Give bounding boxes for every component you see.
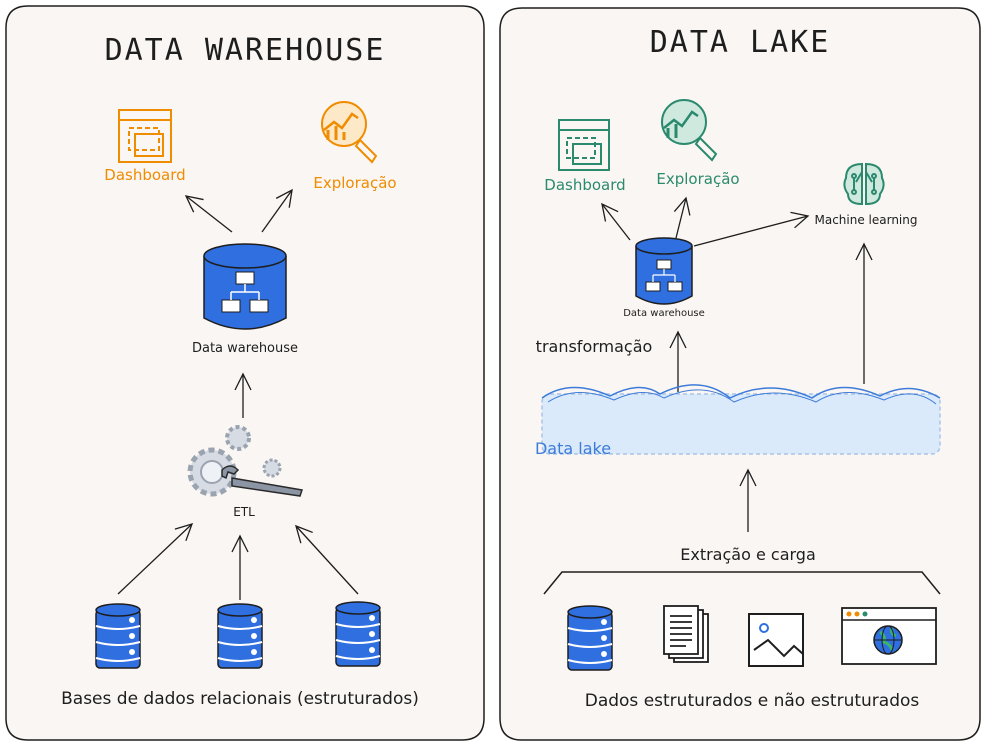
- dashboard-label: Dashboard: [544, 176, 625, 194]
- panel-data-warehouse: DATA WAREHOUSE Dashboard Exploração: [5, 5, 485, 741]
- database-icon: [567, 605, 613, 671]
- data-lake-label: Data lake: [535, 439, 611, 458]
- exploration-icon: [321, 101, 378, 164]
- data-warehouse-icon: [635, 237, 693, 305]
- arrow-to-dashboard: [601, 202, 631, 241]
- arrow-source3-to-etl: [295, 524, 359, 595]
- extract-label: Extração e carga: [680, 545, 816, 564]
- database-icon: [335, 601, 381, 667]
- arrow-to-exploration: [261, 188, 293, 233]
- transform-label: transformação: [536, 337, 653, 356]
- exploration-icon: [661, 99, 718, 162]
- data-lake: [541, 384, 941, 455]
- data-warehouse-label: Data warehouse: [192, 341, 298, 356]
- etl-label: ETL: [233, 505, 255, 519]
- sources-bracket: [543, 571, 941, 595]
- data-warehouse-label: Data warehouse: [623, 308, 705, 319]
- web-icon: [841, 607, 937, 665]
- dashboard-label: Dashboard: [104, 166, 185, 184]
- exploration-label: Exploração: [656, 170, 739, 188]
- panel-title: DATA WAREHOUSE: [105, 33, 386, 68]
- sources-label: Bases de dados relacionais (estruturados…: [61, 689, 419, 709]
- arrow-to-dashboard: [184, 195, 233, 233]
- dashboard-icon: [558, 119, 610, 171]
- image-icon: [748, 613, 804, 667]
- data-warehouse-icon: [203, 243, 287, 330]
- sources-label: Dados estruturados e não estruturados: [585, 691, 920, 711]
- arrow-to-machine-learning: [693, 211, 810, 247]
- machine-learning-label: Machine learning: [814, 213, 917, 227]
- database-icon: [217, 603, 263, 669]
- exploration-label: Exploração: [313, 174, 396, 192]
- brain-icon: [843, 162, 885, 206]
- panel-title: DATA LAKE: [650, 25, 831, 60]
- arrow-source1-to-etl: [117, 523, 194, 595]
- dashboard-icon: [118, 109, 172, 163]
- database-icon: [95, 603, 141, 669]
- gears-icon: [187, 425, 303, 497]
- arrow-to-exploration: [673, 196, 691, 239]
- documents-icon: [663, 605, 709, 663]
- panel-data-lake: DATA LAKE Dashboard Exploração Machine l…: [499, 7, 981, 741]
